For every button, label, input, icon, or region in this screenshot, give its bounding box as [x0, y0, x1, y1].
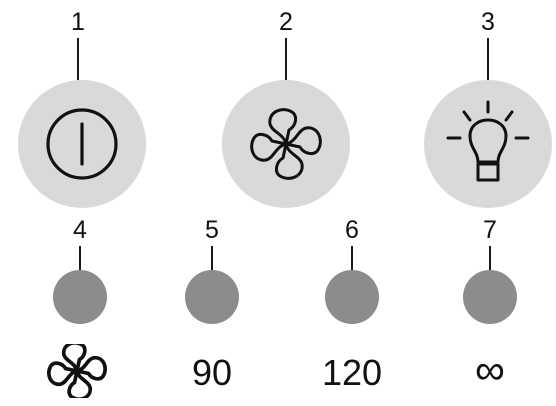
- continuous-label: ∞: [475, 346, 505, 393]
- callout-line-6: [351, 246, 353, 270]
- callout-number-1: 1: [71, 8, 85, 36]
- timer-120-label: 120: [321, 352, 383, 393]
- fan-button[interactable]: [222, 80, 350, 208]
- continuous-button[interactable]: [463, 270, 517, 324]
- callout-line-1: [77, 38, 79, 80]
- callout-line-3: [487, 38, 489, 80]
- power-icon: [46, 108, 118, 180]
- callout-line-5: [211, 246, 213, 270]
- timer-120-button[interactable]: [325, 270, 379, 324]
- light-button[interactable]: [424, 80, 552, 208]
- callout-number-3: 3: [481, 8, 495, 36]
- callout-number-2: 2: [279, 8, 293, 36]
- callout-number-4: 4: [73, 216, 87, 244]
- callout-number-7: 7: [483, 216, 497, 244]
- fan-speed-button[interactable]: [53, 270, 107, 324]
- fan-label-icon: [44, 340, 110, 402]
- callout-line-4: [79, 246, 81, 270]
- callout-number-6: 6: [345, 216, 359, 244]
- callout-number-5: 5: [205, 216, 219, 244]
- timer-90-button[interactable]: [185, 270, 239, 324]
- light-bulb-icon: [446, 100, 530, 182]
- fan-icon: [250, 108, 322, 180]
- timer-90-label: 90: [191, 352, 233, 393]
- power-button[interactable]: [18, 80, 146, 208]
- callout-line-7: [489, 246, 491, 270]
- callout-line-2: [285, 38, 287, 80]
